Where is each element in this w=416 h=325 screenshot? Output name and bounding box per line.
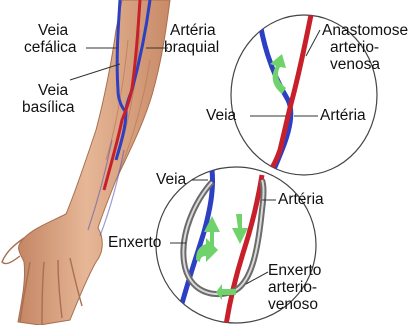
label-enxerto-av-line1: Enxerto	[268, 262, 321, 279]
label-enxerto: Enxerto	[108, 234, 161, 251]
label-veia-basilica-line1: Veia	[38, 82, 75, 99]
label-arteria-1: Artéria	[320, 107, 366, 124]
label-anastomose-line3: venosa	[330, 56, 408, 73]
label-veia-cefalica-line1: Veia	[38, 22, 77, 39]
label-arteria-braquial-line2: braquial	[164, 39, 219, 56]
label-enxerto-av: Enxerto arterio- venoso	[268, 262, 321, 313]
label-veia-basilica: Veia basílica	[22, 82, 75, 116]
label-veia-2: Veia	[156, 171, 186, 188]
label-arteria-braquial: Artéria braquial	[170, 22, 219, 56]
label-arteria-braquial-line1: Artéria	[170, 22, 219, 39]
label-veia-basilica-line2: basílica	[22, 99, 75, 116]
label-enxerto-av-line3: venoso	[268, 296, 321, 313]
label-veia-cefalica-line2: cefálica	[24, 39, 77, 56]
label-enxerto-av-line2: arterio-	[268, 279, 321, 296]
label-veia-1: Veia	[206, 107, 236, 124]
label-anastomose-line1: Anastomose	[322, 22, 408, 39]
label-arteria-2: Artéria	[278, 191, 324, 208]
label-veia-cefalica: Veia cefálica	[38, 22, 77, 56]
label-anastomose-line2: arterio-	[330, 39, 408, 56]
label-anastomose: Anastomose arterio- venosa	[322, 22, 408, 73]
